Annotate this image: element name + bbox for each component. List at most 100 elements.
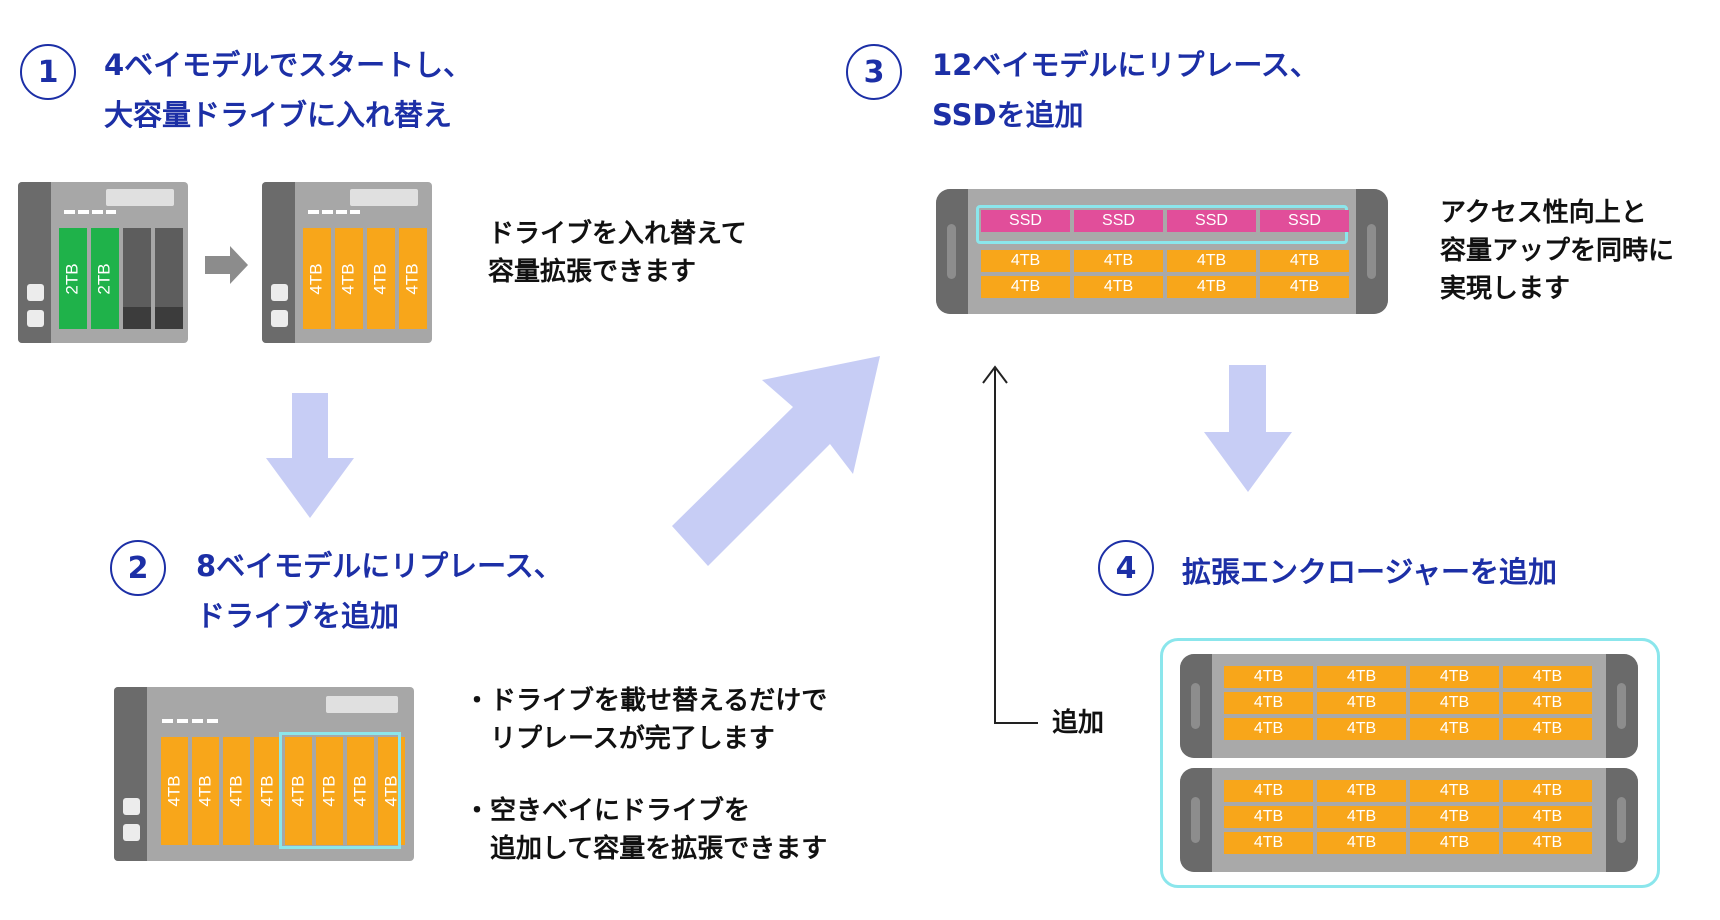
ssd-slot: SSD bbox=[1260, 210, 1349, 232]
step1-title: 4ベイモデルでスタートし、 大容量ドライブに入れ替え bbox=[104, 40, 472, 140]
step2-title: 8ベイモデルにリプレース、 ドライブを追加 bbox=[196, 541, 563, 641]
ssd-row: SSD SSD SSD SSD bbox=[981, 210, 1349, 232]
drive-slot: 4TB bbox=[1224, 806, 1313, 828]
drive-slot: 4TB bbox=[1410, 692, 1499, 714]
drive-slot: 4TB bbox=[1260, 276, 1349, 298]
expansion-enclosure-2: 4TB 4TB 4TB 4TB 4TB 4TB 4TB 4TB 4TB 4TB … bbox=[1180, 768, 1638, 872]
drive-slot: 4TB bbox=[1317, 692, 1406, 714]
step3-desc-line2: 容量アップを同時に bbox=[1440, 236, 1675, 266]
drive-slot: 4TB bbox=[1317, 666, 1406, 688]
nas-bays: 2TB 2TB bbox=[59, 228, 183, 329]
enclosure-group-highlight bbox=[1160, 638, 1660, 888]
drive-slot: 4TB bbox=[981, 250, 1070, 272]
drive-slot: 4TB bbox=[1224, 718, 1313, 740]
ssd-slot: SSD bbox=[1074, 210, 1163, 232]
arrow-down-step4 bbox=[1204, 365, 1292, 492]
rack-ear-right bbox=[1606, 768, 1638, 872]
step1-title-line1: 4ベイモデルでスタートし、 bbox=[104, 48, 473, 82]
nas-button bbox=[123, 798, 140, 815]
nas-button bbox=[271, 284, 288, 301]
step2-bullet1-line2: リプレースが完了します bbox=[490, 724, 775, 754]
ssd-slot: SSD bbox=[1167, 210, 1256, 232]
drive-slot: 4TB bbox=[1224, 832, 1313, 854]
drive-bay: 4TB bbox=[285, 737, 312, 845]
step3-desc-line3: 実現します bbox=[1440, 274, 1571, 304]
added-drives-highlight bbox=[279, 732, 401, 849]
arrow-right-small bbox=[205, 246, 248, 284]
drive-slot: 4TB bbox=[1503, 832, 1592, 854]
step1-title-line2: 大容量ドライブに入れ替え bbox=[104, 98, 453, 132]
arrow-diagonal-step3 bbox=[672, 356, 880, 566]
drive-slot: 4TB bbox=[1503, 692, 1592, 714]
nas-4bay-before: 2TB 2TB bbox=[18, 182, 188, 343]
rack-ear-right bbox=[1606, 654, 1638, 758]
step2-title-line1: 8ベイモデルにリプレース、 bbox=[196, 549, 563, 583]
drive-bay: 4TB bbox=[399, 228, 427, 329]
drive-slot: 4TB bbox=[1503, 806, 1592, 828]
step3-number: 3 bbox=[846, 44, 902, 100]
step2-title-line2: ドライブを追加 bbox=[196, 599, 400, 633]
step2-number: 2 bbox=[110, 540, 166, 596]
step3-title-line2: SSDを追加 bbox=[932, 98, 1084, 132]
step3-title: 12ベイモデルにリプレース、 SSDを追加 bbox=[932, 40, 1319, 140]
drive-slot: 4TB bbox=[1074, 250, 1163, 272]
step1-number: 1 bbox=[20, 44, 76, 100]
drive-bay: 4TB bbox=[223, 737, 250, 845]
drive-bay: 4TB bbox=[347, 737, 374, 845]
nas-button bbox=[123, 824, 140, 841]
nas-indicator bbox=[162, 719, 218, 723]
step2-bullets: ・ドライブを載せ替えるだけで リプレースが完了します ・空きベイにドライブを 追… bbox=[464, 682, 827, 868]
nas-indicator bbox=[64, 210, 116, 214]
drive-bay: 4TB bbox=[303, 228, 331, 329]
drive-slot: 4TB bbox=[1167, 250, 1256, 272]
step3-description: アクセス性向上と 容量アップを同時に 実現します bbox=[1440, 194, 1674, 308]
step4-number: 4 bbox=[1098, 540, 1154, 596]
drive-slot: 4TB bbox=[1224, 692, 1313, 714]
drive-bay: 2TB bbox=[91, 228, 119, 329]
expansion-enclosure-1: 4TB 4TB 4TB 4TB 4TB 4TB 4TB 4TB 4TB 4TB … bbox=[1180, 654, 1638, 758]
nas-button bbox=[27, 284, 44, 301]
add-line-arrow bbox=[994, 369, 1038, 724]
rack-ear-left bbox=[1180, 768, 1212, 872]
nas-4bay-after: 4TB 4TB 4TB 4TB bbox=[262, 182, 432, 343]
nas-8bay: 4TB 4TB 4TB 4TB 4TB 4TB 4TB 4TB bbox=[114, 687, 414, 861]
drive-slot: 4TB bbox=[1503, 718, 1592, 740]
drive-bay: 4TB bbox=[161, 737, 188, 845]
drive-slot: 4TB bbox=[1317, 718, 1406, 740]
drive-bay: 2TB bbox=[59, 228, 87, 329]
step1-desc-line2: 容量拡張できます bbox=[488, 257, 697, 287]
drive-slot: 4TB bbox=[1317, 780, 1406, 802]
nas-button bbox=[27, 310, 44, 327]
nas-display bbox=[326, 696, 398, 713]
add-label: 追加 bbox=[1052, 708, 1105, 738]
arrow-down-step2 bbox=[266, 393, 354, 518]
step3-desc-line1: アクセス性向上と bbox=[1440, 198, 1647, 228]
drive-slot: 4TB bbox=[1317, 806, 1406, 828]
drive-slot: 4TB bbox=[981, 276, 1070, 298]
add-line-arrowhead bbox=[982, 365, 1008, 384]
drive-slot: 4TB bbox=[1410, 832, 1499, 854]
step2-bullet2-line1: ・空きベイにドライブを bbox=[464, 796, 751, 826]
drive-rows: 4TB 4TB 4TB 4TB 4TB 4TB 4TB 4TB 4TB 4TB … bbox=[1224, 666, 1592, 740]
rack-ear-left bbox=[1180, 654, 1212, 758]
drive-slot: 4TB bbox=[1410, 806, 1499, 828]
rack-ear-left bbox=[936, 189, 968, 314]
nas-display bbox=[350, 189, 418, 206]
drive-slot: 4TB bbox=[1410, 780, 1499, 802]
rack-ear-right bbox=[1356, 189, 1388, 314]
step2-bullet2-line2: 追加して容量を拡張できます bbox=[490, 834, 828, 864]
empty-bay bbox=[155, 228, 183, 329]
drive-bay: 4TB bbox=[254, 737, 281, 845]
drive-slot: 4TB bbox=[1410, 718, 1499, 740]
drive-bay: 4TB bbox=[192, 737, 219, 845]
step4-title: 拡張エンクロージャーを追加 bbox=[1182, 555, 1557, 589]
drive-slot: 4TB bbox=[1503, 780, 1592, 802]
drive-slot: 4TB bbox=[1167, 276, 1256, 298]
drive-rows: 4TB 4TB 4TB 4TB 4TB 4TB 4TB 4TB bbox=[981, 250, 1349, 298]
ssd-slot: SSD bbox=[981, 210, 1070, 232]
nas-indicator bbox=[308, 210, 360, 214]
drive-slot: 4TB bbox=[1410, 666, 1499, 688]
drive-bay: 4TB bbox=[367, 228, 395, 329]
nas-12bay-rack: SSD SSD SSD SSD 4TB 4TB 4TB 4TB 4TB 4TB … bbox=[936, 189, 1388, 314]
